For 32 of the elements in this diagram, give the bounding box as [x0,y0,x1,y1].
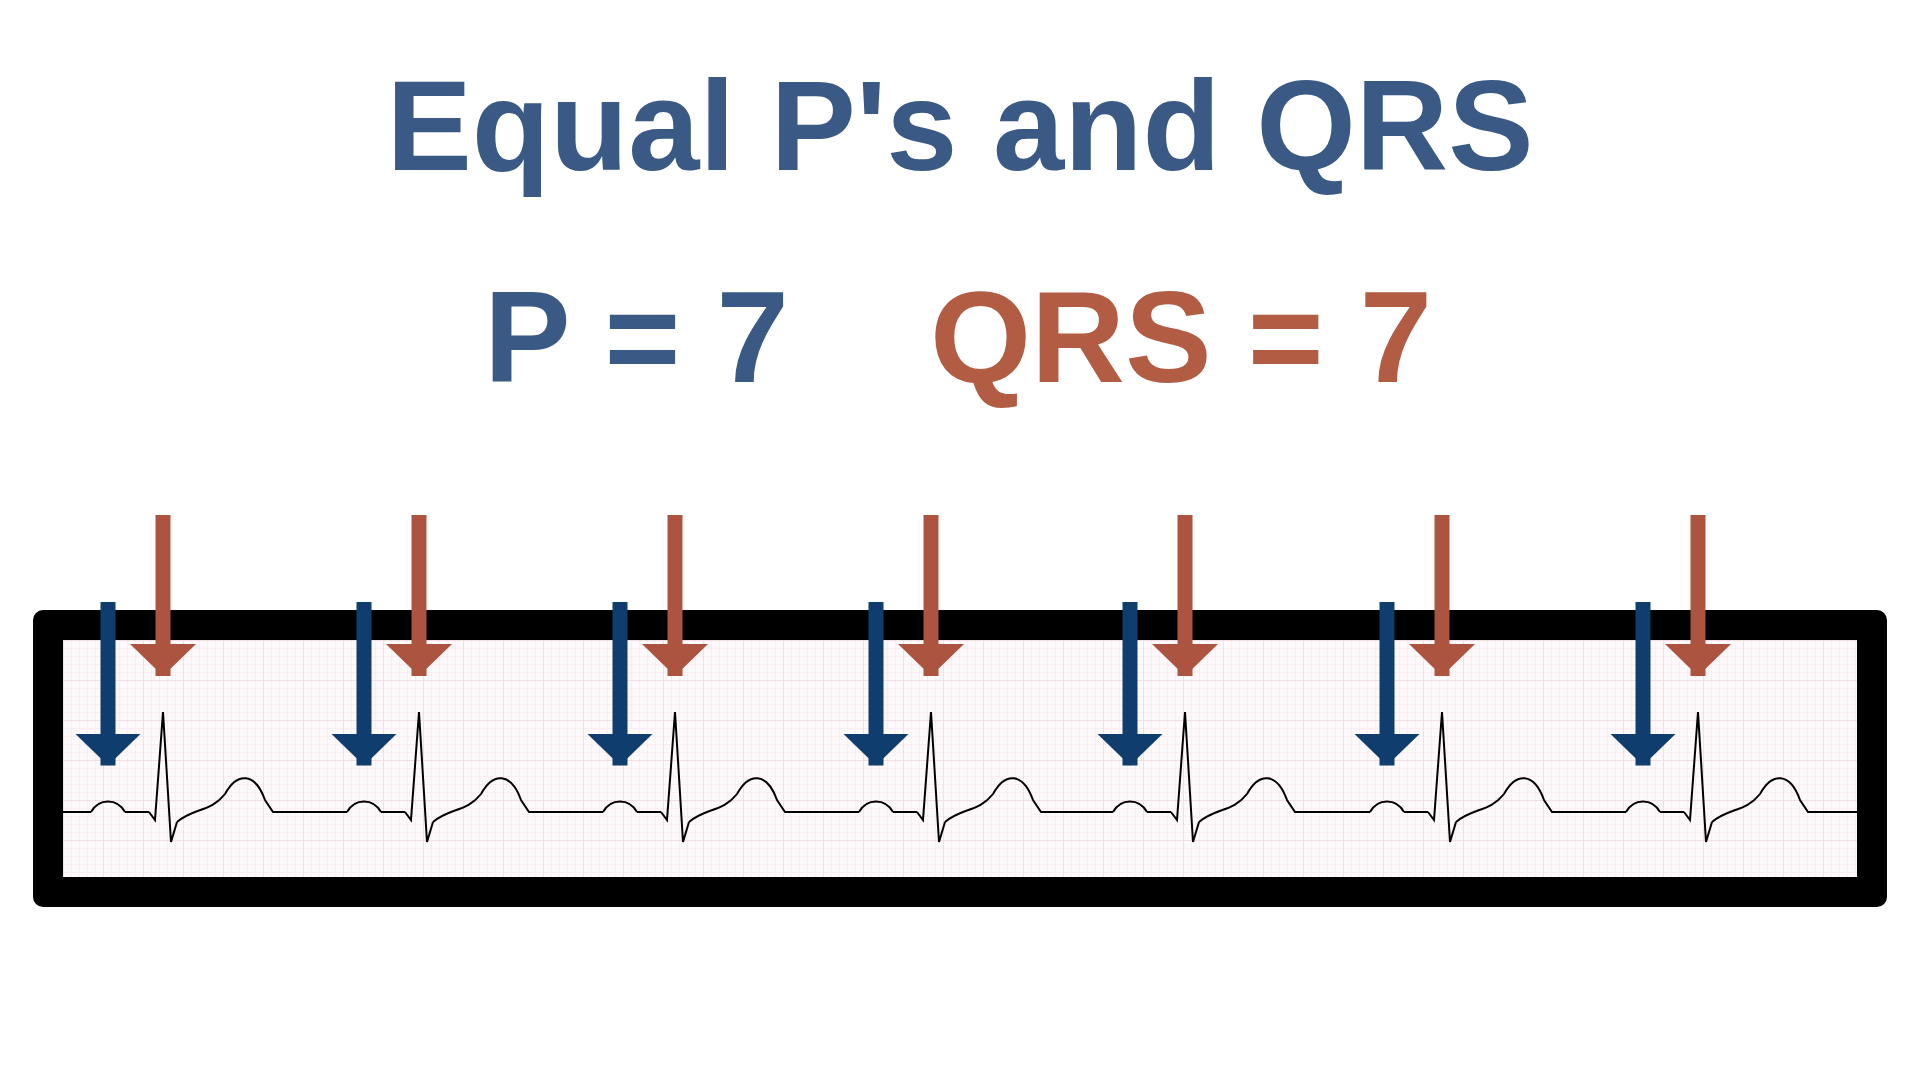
qrs-complex [148,711,178,843]
count-label: P = 7 [484,263,789,412]
arrow [1354,602,1420,766]
arrow [898,515,964,676]
arrow [1152,515,1218,676]
p-wave [602,800,638,813]
title: Equal P's and QRS [385,53,1535,199]
arrow [587,602,653,766]
arrow [1097,602,1163,766]
arrow [130,515,196,676]
p-wave [1625,800,1661,813]
arrow [75,602,141,766]
arrow [1665,515,1731,676]
qrs-complex [916,711,946,843]
ecg-strip [33,610,1887,907]
p-wave [1112,800,1148,813]
arrow [843,602,909,766]
arrow [1610,602,1676,766]
arrow [331,602,397,766]
count-label: QRS = 7 [930,263,1433,412]
p-wave [90,800,126,813]
p-wave [1369,800,1405,813]
qrs-complex [1683,711,1713,843]
p-wave [346,800,382,813]
qrs-complex [1427,711,1457,843]
qrs-complex [404,711,434,843]
qrs-complex [660,711,690,843]
arrow [386,515,452,676]
arrow [1409,515,1475,676]
qrs-complex [1170,711,1200,843]
arrow [642,515,708,676]
p-wave [858,800,894,813]
